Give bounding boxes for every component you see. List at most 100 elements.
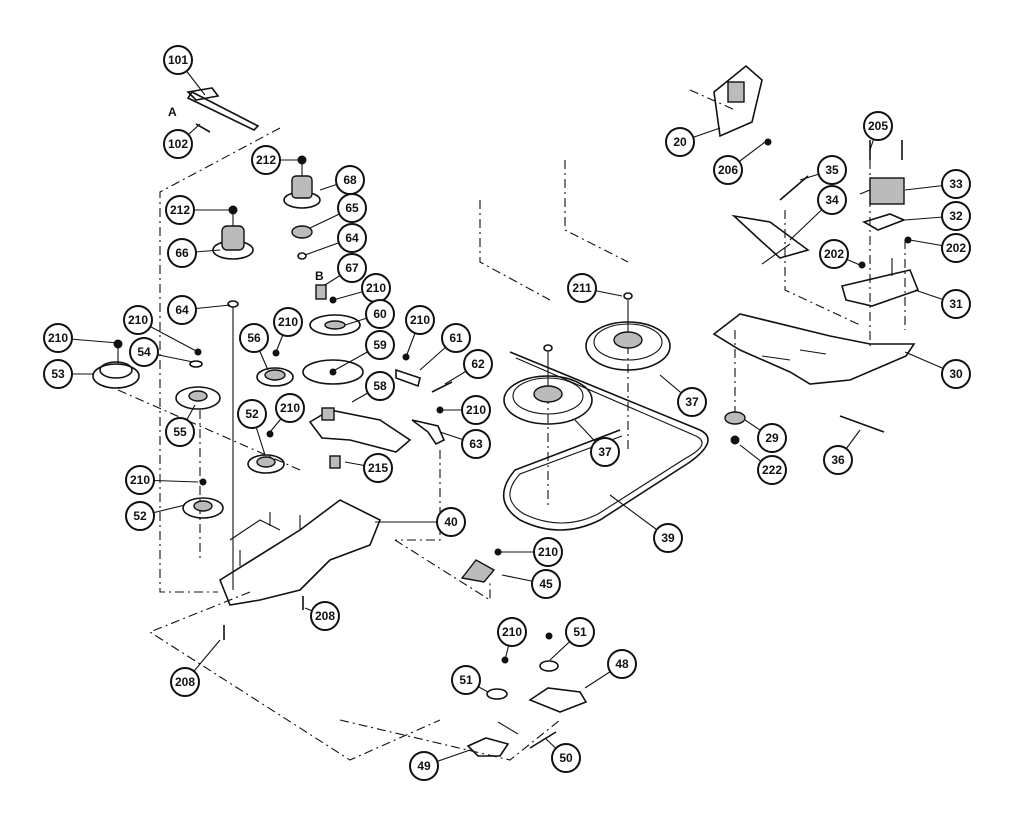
callout-circle: [819, 239, 849, 269]
callout-number: 29: [765, 431, 779, 445]
callout-c101: 101: [163, 45, 193, 75]
callout-number: 52: [245, 407, 259, 421]
callout-c215: 215: [363, 453, 393, 483]
part-60-disc: [309, 296, 361, 336]
part-37-reel-right: [585, 300, 671, 371]
callout-c61: 61: [441, 323, 471, 353]
callout-c67: 67: [337, 253, 367, 283]
callout-c45: 45: [531, 569, 561, 599]
callout-circle: [757, 423, 787, 453]
callout-circle: [713, 155, 743, 185]
callout-number: 208: [175, 675, 195, 689]
callout-circle: [165, 195, 195, 225]
callout-number: 51: [459, 673, 473, 687]
callout-number: 45: [539, 577, 553, 591]
callout-number: 210: [280, 401, 300, 415]
callout-c65: 65: [337, 193, 367, 223]
callout-number: 48: [615, 657, 629, 671]
callout-circle: [677, 387, 707, 417]
callout-number: 50: [559, 751, 573, 765]
callout-circle: [941, 169, 971, 199]
part-36-spring: [839, 415, 885, 433]
callout-c210f: 210: [275, 393, 305, 423]
callout-circle: [941, 233, 971, 263]
part-205-screw: [869, 140, 903, 160]
callout-c39: 39: [653, 523, 683, 553]
callout-c50: 50: [551, 743, 581, 773]
callout-circle: [275, 393, 305, 423]
part-39-belt: [502, 351, 709, 531]
callout-number: 30: [949, 367, 963, 381]
callout-c30: 30: [941, 359, 971, 389]
callout-number: 64: [175, 303, 189, 317]
part-66-pulley: [212, 205, 254, 260]
callout-number: 67: [345, 261, 359, 275]
callout-number: 32: [949, 209, 963, 223]
callout-c20: 20: [665, 127, 695, 157]
callout-c49: 49: [409, 751, 439, 781]
callout-circle: [337, 253, 367, 283]
callout-number: 210: [278, 315, 298, 329]
callout-number: 36: [831, 453, 845, 467]
part-50-spring: [529, 731, 557, 749]
part-206-screw: [764, 138, 772, 146]
callout-number: 61: [449, 331, 463, 345]
callout-number: 39: [661, 531, 675, 545]
callout-number: 37: [598, 445, 612, 459]
callout-c211: 211: [567, 273, 597, 303]
callout-c51b: 51: [451, 665, 481, 695]
callout-number: 208: [315, 609, 335, 623]
part-55-disc: [175, 386, 221, 410]
callout-c212a: 212: [251, 145, 281, 175]
callout-number: 202: [824, 247, 844, 261]
callout-circle: [653, 523, 683, 553]
callout-c68: 68: [335, 165, 365, 195]
callout-c210h: 210: [125, 465, 155, 495]
callout-circle: [463, 349, 493, 379]
part-32-plunger: [861, 213, 907, 231]
callout-circle: [607, 649, 637, 679]
callout-circle: [565, 617, 595, 647]
callout-c102: 102: [163, 129, 193, 159]
letter-labels: AB: [168, 105, 324, 283]
callout-number: 222: [762, 463, 782, 477]
callout-c52b: 52: [125, 501, 155, 531]
phantom-lines: [117, 89, 906, 761]
callout-circle: [590, 437, 620, 467]
callout-circle: [497, 617, 527, 647]
part-52-idler-lower: [182, 478, 224, 519]
callout-c40: 40: [436, 507, 466, 537]
callout-c31: 31: [941, 289, 971, 319]
part-101-lever: [186, 87, 260, 131]
callout-number: 64: [345, 231, 359, 245]
part-54-washer: [189, 348, 203, 368]
callout-number: 210: [410, 313, 430, 327]
callout-circle: [125, 501, 155, 531]
callout-circle: [405, 305, 435, 335]
callout-c32: 32: [941, 201, 971, 231]
part-64-washer-left: [227, 300, 239, 590]
part-222-washer: [730, 435, 740, 445]
callout-c202b: 202: [941, 233, 971, 263]
part-29-roller: [724, 411, 746, 425]
callout-circle: [273, 307, 303, 337]
callout-c210j: 210: [497, 617, 527, 647]
callout-c64b: 64: [167, 295, 197, 325]
part-34-arm: [731, 214, 810, 265]
callout-circle: [757, 455, 787, 485]
callout-c66: 66: [167, 238, 197, 268]
part-58-bracket: [308, 407, 412, 453]
callout-number: 35: [825, 163, 839, 177]
callout-number: 58: [373, 379, 387, 393]
callout-number: 65: [345, 201, 359, 215]
callout-circle: [365, 330, 395, 360]
callout-circle: [123, 305, 153, 335]
callout-circle: [363, 453, 393, 483]
callout-number: 55: [173, 425, 187, 439]
part-45-guide: [460, 548, 502, 583]
callout-circle: [941, 201, 971, 231]
callout-circle: [237, 399, 267, 429]
callout-c63: 63: [461, 429, 491, 459]
part-211-washers: [543, 292, 633, 352]
